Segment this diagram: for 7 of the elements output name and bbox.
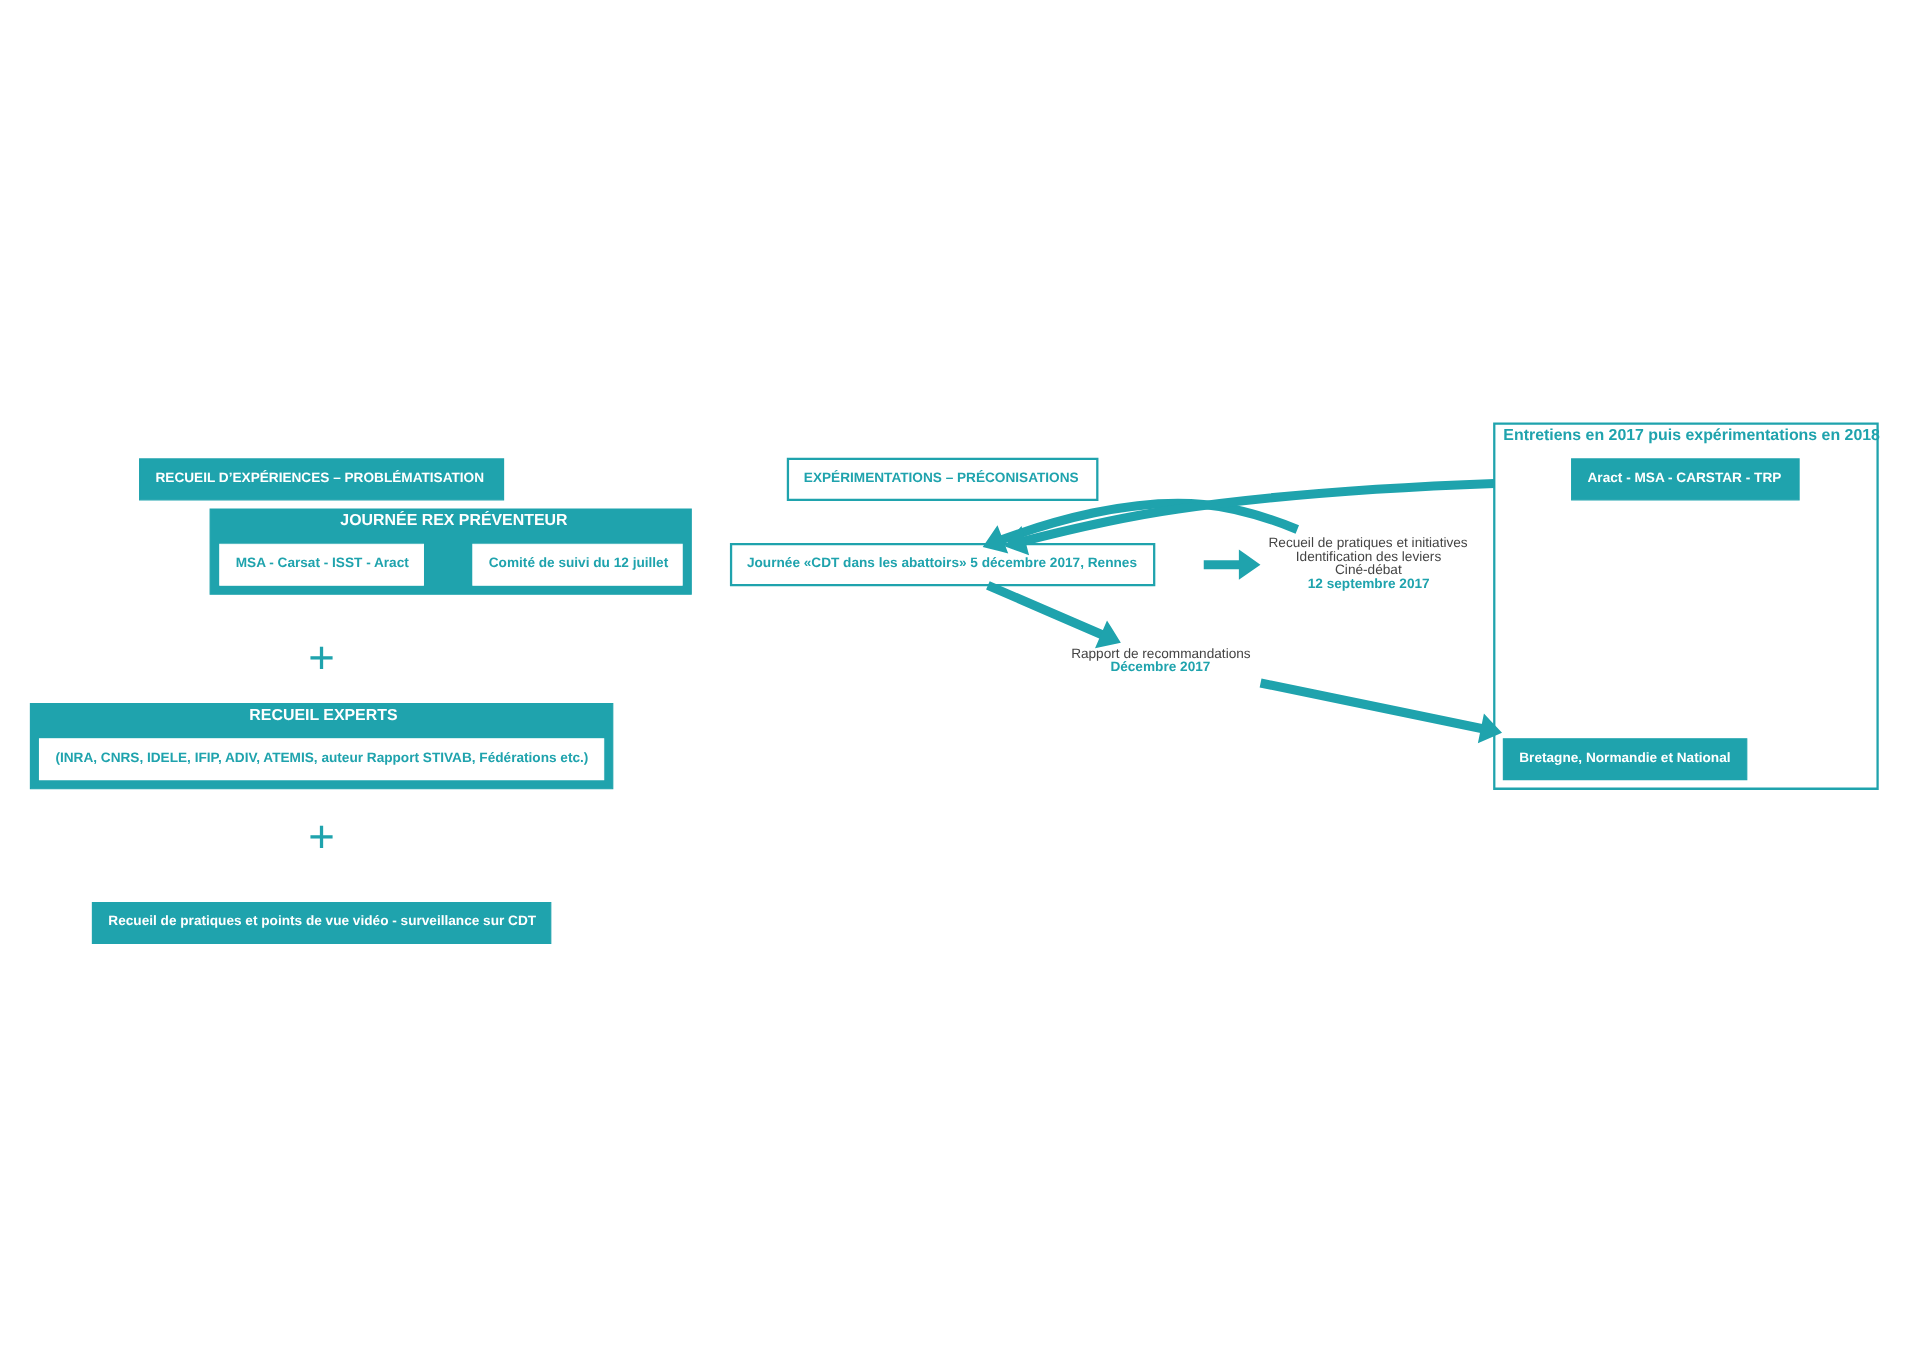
arrow [982,497,1299,553]
arrow [986,580,1121,648]
arrow [1259,677,1503,743]
arrow [1004,477,1495,555]
arrow [1203,548,1261,579]
label: + [308,629,335,682]
label: + [308,809,335,862]
